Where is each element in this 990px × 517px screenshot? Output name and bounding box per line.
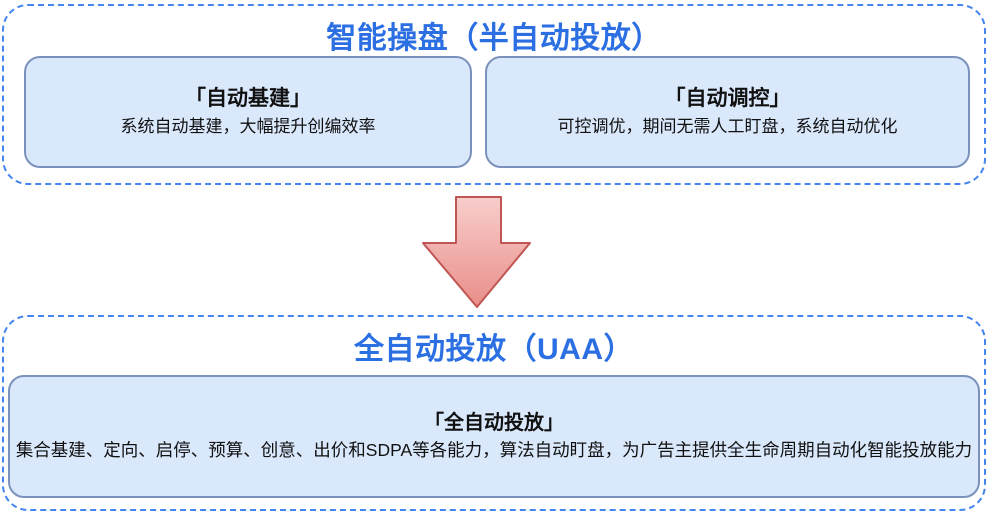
card-description-auto-infrastructure: 系统自动基建，大幅提升创编效率 xyxy=(120,116,376,136)
card-description-fully-automatic: 集合基建、定向、启停、预算、创意、出价和SDPA等各能力，算法自动盯盘，为广告主… xyxy=(15,439,973,460)
card-heading-auto-regulation: 「自动调控」 xyxy=(664,86,791,110)
card-fully-automatic: 「全自动投放」 集合基建、定向、启停、预算、创意、出价和SDPA等各能力，算法自… xyxy=(8,375,980,498)
card-heading-fully-automatic: 「全自动投放」 xyxy=(424,411,564,434)
down-arrow-icon xyxy=(421,196,535,310)
card-heading-auto-infrastructure: 「自动基建」 xyxy=(185,86,311,110)
section-title-semi-automatic: 智能操盘（半自动投放） xyxy=(326,22,662,55)
section-title-fully-automatic: 全自动投放（UAA） xyxy=(354,333,634,366)
card-auto-infrastructure: 「自动基建」 系统自动基建，大幅提升创编效率 xyxy=(24,56,472,168)
card-description-auto-regulation: 可控调优，期间无需人工盯盘，系统自动优化 xyxy=(557,116,898,136)
card-auto-regulation: 「自动调控」 可控调优，期间无需人工盯盘，系统自动优化 xyxy=(485,56,970,168)
